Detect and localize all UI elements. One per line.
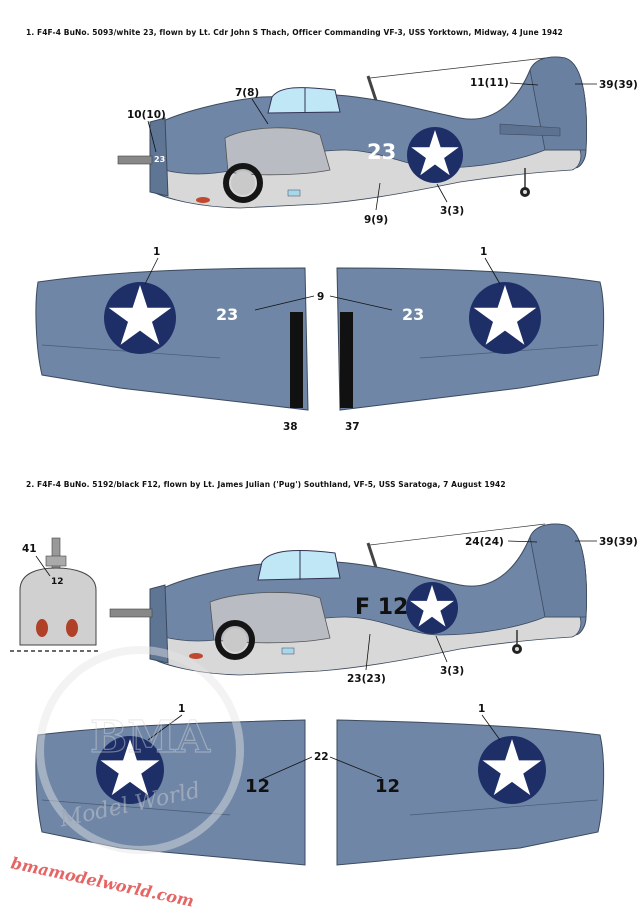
- gun-barrel: [117, 155, 153, 165]
- callout: 39(39): [599, 536, 638, 548]
- callout: 39(39): [599, 79, 638, 91]
- callout: 7(8): [235, 87, 259, 99]
- callout: 1: [178, 703, 185, 715]
- callout: 24(24): [465, 536, 504, 548]
- wing-code-left: 12: [245, 776, 270, 797]
- wing-code-right: 23: [402, 305, 424, 324]
- wing-callouts-1: 1 1 9 38 37: [144, 246, 501, 433]
- nose-code: 23: [154, 155, 165, 164]
- cowl-code: 12: [51, 577, 64, 587]
- right-wing-1: [336, 267, 605, 411]
- callout: 37: [345, 421, 360, 433]
- wing-code-right: 12: [375, 776, 400, 797]
- fuselage-code: F 12: [355, 595, 408, 620]
- callout: 41: [22, 543, 37, 555]
- callout: 23(23): [347, 673, 386, 685]
- callout: 9(9): [364, 214, 388, 226]
- profile-1-caption: 1. F4F-4 BuNo. 5093/white 23, flown by L…: [26, 28, 563, 37]
- callout: 11(11): [470, 77, 509, 89]
- wing-callouts-2: 1 1 22: [147, 703, 501, 781]
- callout: 38: [283, 421, 298, 433]
- antenna-wire: [369, 57, 546, 79]
- callout: 1: [478, 703, 485, 715]
- wings-1: 23 23: [35, 267, 605, 411]
- callout: 1: [153, 246, 160, 258]
- left-wing-1: [35, 267, 309, 411]
- callout: 10(10): [127, 109, 166, 121]
- callout: 1: [480, 246, 487, 258]
- callout: 22: [314, 751, 329, 763]
- watermark-url: bmamodelworld.com: [9, 853, 195, 909]
- wings-2: 12 12: [35, 719, 605, 866]
- fuselage-code: 23: [367, 140, 396, 164]
- wing-stripe-38: [290, 312, 303, 408]
- canopy-1: [267, 87, 341, 114]
- aircraft-2-side-view: F 12: [109, 523, 588, 676]
- wing-code-left: 23: [216, 305, 238, 324]
- wing-stripe-37: [340, 312, 353, 408]
- aircraft-2-front-view: 12 41: [10, 537, 100, 652]
- canopy-2: [257, 549, 341, 581]
- callout: 3(3): [440, 665, 464, 677]
- watermark-logo: BMA: [90, 712, 211, 763]
- callout: 3(3): [440, 205, 464, 217]
- callout: 9: [317, 291, 324, 303]
- callouts-2: 24(24) 39(39) 23(23) 3(3): [347, 536, 638, 685]
- callouts-1: 10(10) 7(8) 11(11) 39(39) 9(9) 3(3): [127, 77, 638, 226]
- aircraft-1-side-view: 23 23: [117, 56, 588, 209]
- landing-wheel-1: [223, 163, 263, 203]
- profile-2-caption: 2. F4F-4 BuNo. 5192/black F12, flown by …: [26, 480, 506, 489]
